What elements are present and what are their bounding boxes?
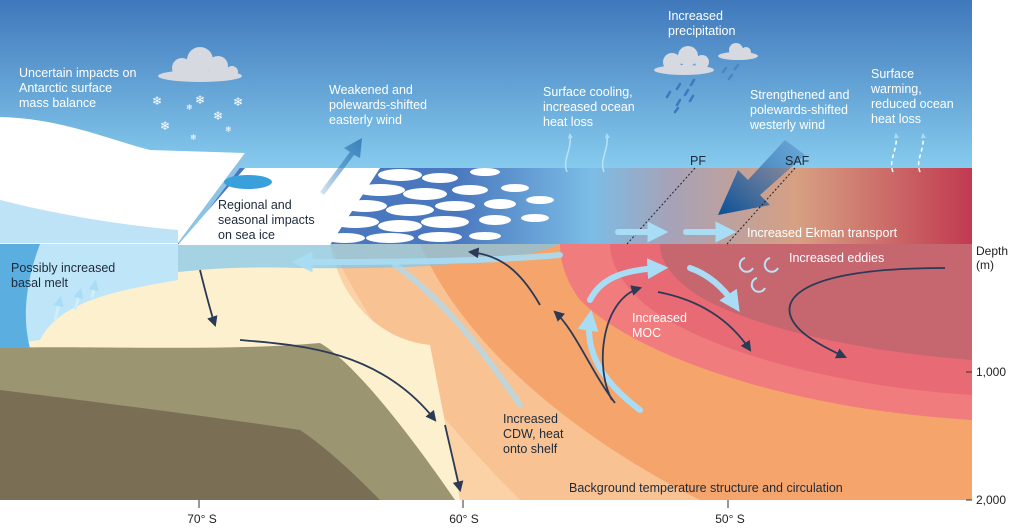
svg-text:❄: ❄: [186, 103, 193, 112]
svg-text:❄: ❄: [152, 94, 162, 108]
lat-tick-70: 70° S: [187, 512, 216, 526]
ice-base: [0, 244, 40, 348]
label-eddies: Increased eddies: [789, 251, 884, 265]
ice-floes: [325, 168, 554, 243]
svg-text:❄: ❄: [225, 125, 232, 134]
westerly-wind-arrow: [718, 140, 805, 215]
depth-axis: Depth(m) 1,000 2,000: [966, 244, 1008, 507]
lat-tick-50: 50° S: [715, 512, 744, 526]
label-pf: PF: [690, 154, 706, 168]
lat-tick-60: 60° S: [449, 512, 478, 526]
eddy-icons: [738, 257, 779, 293]
svg-text:❄: ❄: [213, 109, 223, 123]
rain-drops-icon: [665, 63, 740, 114]
sky: [0, 0, 972, 168]
ice-sheet-shade: [0, 200, 178, 243]
easterly-wind-arrow: [320, 138, 362, 195]
label-ekman: Increased Ekman transport: [747, 226, 898, 240]
basal-melt-arrows: [53, 279, 99, 321]
melt-pond: [224, 175, 272, 189]
svg-text:❄: ❄: [195, 93, 205, 107]
depth-tick-2000: 2,000: [976, 493, 1006, 507]
subantarctic-front-line: [726, 167, 796, 245]
snow-cloud-icon: [158, 47, 242, 82]
rain-cloud-icon: [654, 43, 758, 75]
circulation-arrows: [199, 247, 946, 493]
label-background: Background temperature structure and cir…: [569, 481, 843, 495]
ice-shelf-front: [178, 153, 248, 245]
svg-text:❄: ❄: [233, 95, 243, 109]
depth-tick-1000: 1,000: [976, 365, 1006, 379]
latitude-axis: 70° S 60° S 50° S: [187, 500, 745, 526]
heat-loss-arrows: [564, 132, 611, 173]
svg-text:❄: ❄: [190, 133, 197, 142]
label-saf: SAF: [785, 154, 810, 168]
snowflake-icons: ❄❄❄❄❄❄❄❄: [152, 93, 243, 142]
reduced-heat-loss-arrows: [890, 132, 927, 173]
ice-sheet: [0, 117, 245, 243]
deep-bed: [0, 390, 380, 500]
svg-text:❄: ❄: [160, 119, 170, 133]
depth-title: Depth(m): [976, 244, 1008, 272]
